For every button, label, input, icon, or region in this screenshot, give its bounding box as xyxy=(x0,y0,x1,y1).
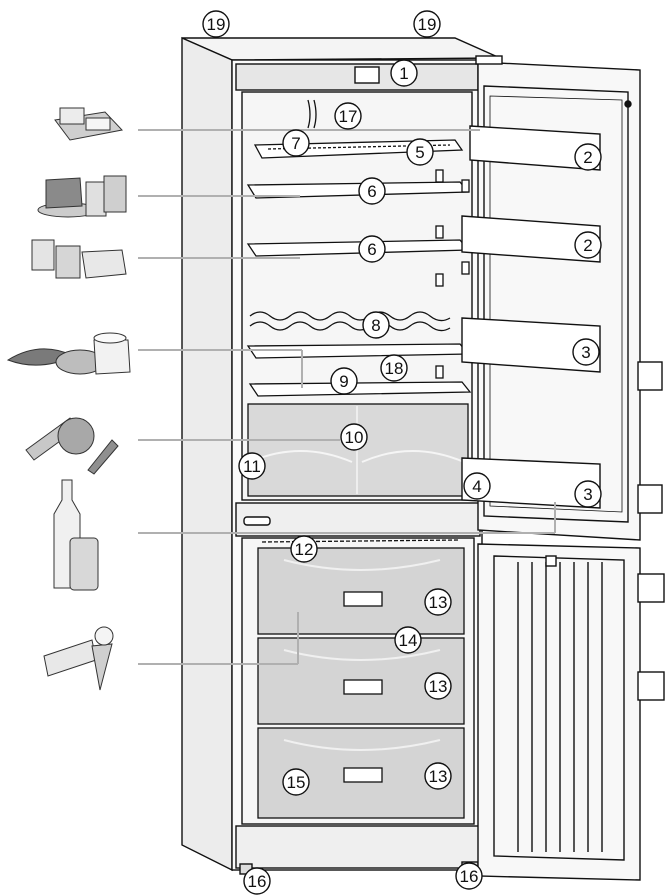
callout-circle xyxy=(330,367,358,395)
callout-number: 8 xyxy=(371,316,380,335)
cheese-butter-icon xyxy=(54,107,123,141)
callout-c12: 12 xyxy=(290,535,318,563)
callout-number: 7 xyxy=(291,134,300,153)
fish-meat-pot-icon xyxy=(6,332,131,375)
callout-number: 16 xyxy=(248,872,267,891)
callout-number: 6 xyxy=(367,182,376,201)
callout-c7: 7 xyxy=(282,129,310,157)
callout-number: 17 xyxy=(339,107,358,126)
callout-c19b: 19 xyxy=(413,10,441,38)
ice-cream-frozen-food-icon xyxy=(43,626,114,691)
callout-c11: 11 xyxy=(238,452,266,480)
callout-c6a: 6 xyxy=(358,177,386,205)
callout-c6b: 6 xyxy=(358,235,386,263)
callout-circle xyxy=(424,588,452,616)
callout-circle xyxy=(394,626,422,654)
callout-number: 16 xyxy=(460,867,479,886)
callout-number: 13 xyxy=(429,767,448,786)
callout-c1: 1 xyxy=(390,59,418,87)
callout-c13a: 13 xyxy=(424,588,452,616)
callout-c18: 18 xyxy=(380,354,408,382)
callout-circle xyxy=(238,452,266,480)
callout-number: 18 xyxy=(385,359,404,378)
callout-circle xyxy=(574,231,602,259)
callout-c2b: 2 xyxy=(574,231,602,259)
callout-circle xyxy=(334,102,362,130)
callout-c2a: 2 xyxy=(574,143,602,171)
yogurt-containers-icon xyxy=(31,239,127,279)
callout-c3a: 3 xyxy=(572,338,600,366)
callout-number: 9 xyxy=(339,372,348,391)
leader-lines xyxy=(138,129,556,665)
callout-circle xyxy=(243,867,271,895)
callout-number: 3 xyxy=(583,485,592,504)
callout-c3b: 3 xyxy=(574,480,602,508)
callout-circle xyxy=(574,143,602,171)
callout-number: 13 xyxy=(429,593,448,612)
callout-circle xyxy=(406,138,434,166)
callout-number: 10 xyxy=(345,428,364,447)
callout-number: 19 xyxy=(418,15,437,34)
callout-number: 2 xyxy=(583,236,592,255)
callout-circle xyxy=(463,472,491,500)
callout-circle xyxy=(424,762,452,790)
freezer-door xyxy=(477,543,665,881)
callout-number: 3 xyxy=(581,343,590,362)
vegetables-icon xyxy=(25,417,119,475)
callout-c16a: 16 xyxy=(243,867,271,895)
callout-circle xyxy=(282,768,310,796)
callout-c13c: 13 xyxy=(424,762,452,790)
callout-number: 15 xyxy=(287,773,306,792)
callout-number: 6 xyxy=(367,240,376,259)
callout-circle xyxy=(390,59,418,87)
callout-c14: 14 xyxy=(394,626,422,654)
callout-number: 2 xyxy=(583,148,592,167)
callout-circle xyxy=(424,672,452,700)
callout-number: 5 xyxy=(415,143,424,162)
callout-circle xyxy=(290,535,318,563)
callout-number: 13 xyxy=(429,677,448,696)
callout-c15: 15 xyxy=(282,768,310,796)
callout-circle xyxy=(202,10,230,38)
callout-circle xyxy=(340,423,368,451)
callout-circle xyxy=(380,354,408,382)
callout-c17: 17 xyxy=(334,102,362,130)
callout-circle xyxy=(362,311,390,339)
callout-c13b: 13 xyxy=(424,672,452,700)
callout-number: 11 xyxy=(243,457,261,476)
callout-c19a: 19 xyxy=(202,10,230,38)
callout-circle xyxy=(282,129,310,157)
bottle-can-icon xyxy=(53,479,99,591)
callout-number: 19 xyxy=(207,15,226,34)
callout-circle xyxy=(572,338,600,366)
callout-number: 4 xyxy=(472,477,481,496)
callout-c16b: 16 xyxy=(455,862,483,890)
callout-c9: 9 xyxy=(330,367,358,395)
callout-circle xyxy=(358,235,386,263)
callout-number: 1 xyxy=(399,64,408,83)
callout-number: 12 xyxy=(295,540,314,559)
callout-circle xyxy=(455,862,483,890)
cake-jars-icon xyxy=(37,175,127,218)
callout-c8: 8 xyxy=(362,311,390,339)
callout-c4: 4 xyxy=(463,472,491,500)
callout-circle xyxy=(413,10,441,38)
callout-number: 14 xyxy=(399,631,418,650)
fridge-door xyxy=(461,55,663,541)
callout-circle xyxy=(358,177,386,205)
callout-c10: 10 xyxy=(340,423,368,451)
callout-circle xyxy=(574,480,602,508)
callout-c5: 5 xyxy=(406,138,434,166)
